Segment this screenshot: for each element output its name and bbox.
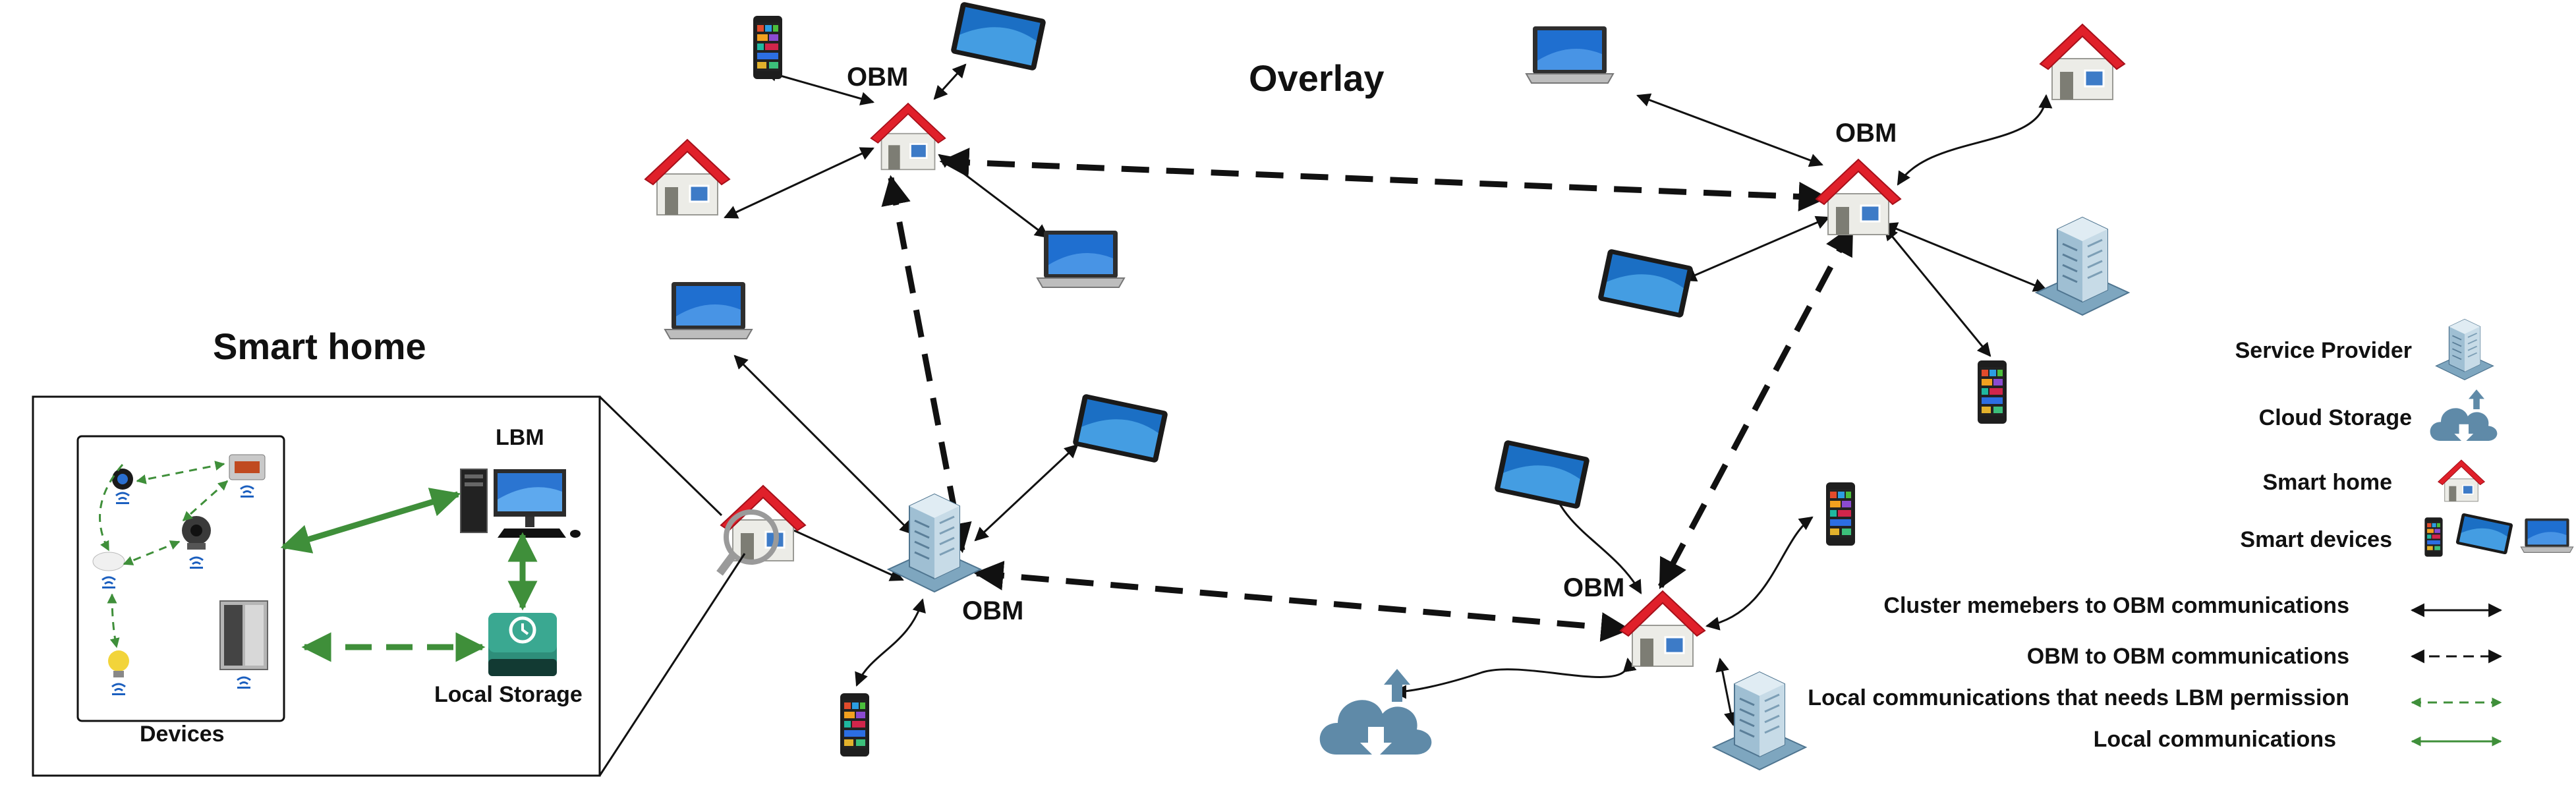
laptop-icon bbox=[664, 281, 753, 339]
obm-label-bottom-left: OBM bbox=[962, 596, 1023, 625]
house-icon bbox=[2437, 459, 2486, 502]
house-icon-obm bbox=[870, 102, 946, 171]
legend: Service Provider Cloud Storage Smart hom… bbox=[1808, 318, 2574, 752]
house-icon bbox=[2039, 23, 2126, 101]
smart-home-detail-box: Devices bbox=[32, 395, 746, 777]
phone-icon bbox=[840, 693, 869, 757]
server-building-icon-obm bbox=[887, 493, 982, 593]
security-camera-icon bbox=[182, 516, 211, 570]
laptop-icon bbox=[2520, 518, 2574, 554]
legend-label-local-lbm-permission: Local communications that needs LBM perm… bbox=[1808, 685, 2349, 710]
smart-home-house-icon bbox=[716, 484, 807, 576]
camera-icon bbox=[112, 469, 133, 505]
cloud-icon bbox=[1319, 669, 1432, 758]
legend-label-cluster-to-obm: Cluster memebers to OBM communications bbox=[1883, 593, 2349, 618]
cloud-icon bbox=[2430, 389, 2498, 443]
server-building-icon bbox=[2435, 318, 2494, 381]
server-building-icon bbox=[2035, 216, 2130, 316]
legend-label-smart-home: Smart home bbox=[2263, 470, 2393, 495]
legend-label-smart-devices: Smart devices bbox=[2240, 527, 2392, 552]
legend-label-service-provider: Service Provider bbox=[2235, 338, 2412, 363]
lbm-label: LBM bbox=[496, 425, 544, 450]
legend-label-cloud-storage: Cloud Storage bbox=[2259, 405, 2412, 430]
local-storage-label: Local Storage bbox=[434, 682, 583, 707]
obm-label-bottom-right: OBM bbox=[1563, 573, 1624, 602]
tablet-icon bbox=[2455, 513, 2513, 555]
tablet-icon bbox=[1494, 440, 1590, 509]
smart-home-title: Smart home bbox=[213, 326, 426, 367]
obm-link-top bbox=[939, 148, 1829, 212]
phone-icon bbox=[1978, 360, 2007, 424]
obm-link-bottom bbox=[973, 561, 1631, 642]
house-icon-obm bbox=[1815, 158, 1902, 236]
obm-label-top-right: OBM bbox=[1835, 119, 1897, 148]
house-icon bbox=[644, 138, 731, 216]
devices-label: Devices bbox=[140, 722, 225, 747]
obm-link-left bbox=[881, 175, 972, 554]
light-bulb-icon bbox=[108, 650, 129, 697]
obm-links bbox=[881, 148, 1854, 642]
house-icon-obm bbox=[1619, 590, 1706, 668]
cluster-links bbox=[724, 63, 2053, 727]
tablet-icon bbox=[1597, 248, 1694, 318]
obm-link-right bbox=[1658, 225, 1854, 589]
overlay-title: Overlay bbox=[1249, 57, 1385, 99]
laptop-icon bbox=[1526, 26, 1614, 84]
phone-icon bbox=[1826, 482, 1855, 546]
server-building-icon bbox=[1712, 671, 1807, 771]
phone-icon bbox=[753, 16, 782, 79]
phone-icon bbox=[2424, 517, 2443, 557]
fridge-icon bbox=[219, 600, 268, 690]
laptop-icon bbox=[1037, 230, 1125, 288]
obm-label-top-left: OBM bbox=[847, 63, 908, 92]
devices-to-lbm-link bbox=[280, 488, 461, 554]
legend-label-local-communications: Local communications bbox=[2094, 727, 2336, 752]
legend-label-obm-to-obm: OBM to OBM communications bbox=[2027, 644, 2349, 669]
tablet-icon bbox=[950, 1, 1046, 71]
heater-icon bbox=[229, 454, 266, 499]
local-storage-icon bbox=[488, 613, 557, 676]
tablet-icon bbox=[1072, 393, 1168, 463]
